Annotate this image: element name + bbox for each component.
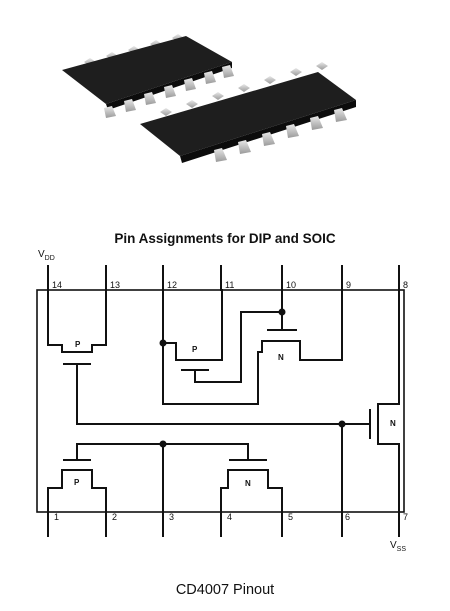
vdd-label: VDD — [38, 249, 55, 262]
n-transistor-right — [341, 289, 400, 513]
junction-dot — [159, 339, 167, 347]
n-right-label: N — [390, 419, 396, 428]
chip-left — [62, 34, 234, 118]
pin-number-6: 6 — [345, 512, 350, 522]
pin-number-4: 4 — [227, 512, 232, 522]
p-transistor-1 — [47, 289, 343, 425]
diagram-title: Pin Assignments for DIP and SOIC — [114, 231, 336, 246]
pin-number-9: 9 — [346, 280, 351, 290]
pin-number-13: 13 — [110, 280, 120, 290]
pin-number-7: 7 — [403, 512, 408, 522]
n-transistor-3 — [220, 443, 283, 513]
top-pin-leads — [47, 265, 400, 291]
p3-label: P — [74, 478, 80, 487]
n-transistor-1 — [261, 289, 343, 361]
pin-number-3: 3 — [169, 512, 174, 522]
n3-label: N — [245, 479, 251, 488]
soic-chip-photo — [62, 34, 356, 163]
pin-number-1: 1 — [54, 512, 59, 522]
junction-dot — [159, 440, 167, 448]
pin-number-8: 8 — [403, 280, 408, 290]
pin-number-12: 12 — [167, 280, 177, 290]
pin-number-2: 2 — [112, 512, 117, 522]
junction-dot — [278, 308, 286, 316]
p-transistor-3 — [47, 443, 243, 513]
pin-number-14: 14 — [52, 280, 62, 290]
p1-label: P — [75, 340, 81, 349]
chip-right — [140, 62, 356, 163]
bottom-pin-leads — [47, 511, 400, 537]
pin-number-5: 5 — [288, 512, 293, 522]
p2-label: P — [192, 345, 198, 354]
p-transistor-2 — [162, 289, 283, 405]
caption: CD4007 Pinout — [175, 582, 275, 598]
vss-label: VSS — [390, 540, 406, 553]
n1-label: N — [278, 353, 284, 362]
pin-number-10: 10 — [286, 280, 296, 290]
pin-number-11: 11 — [225, 280, 234, 290]
